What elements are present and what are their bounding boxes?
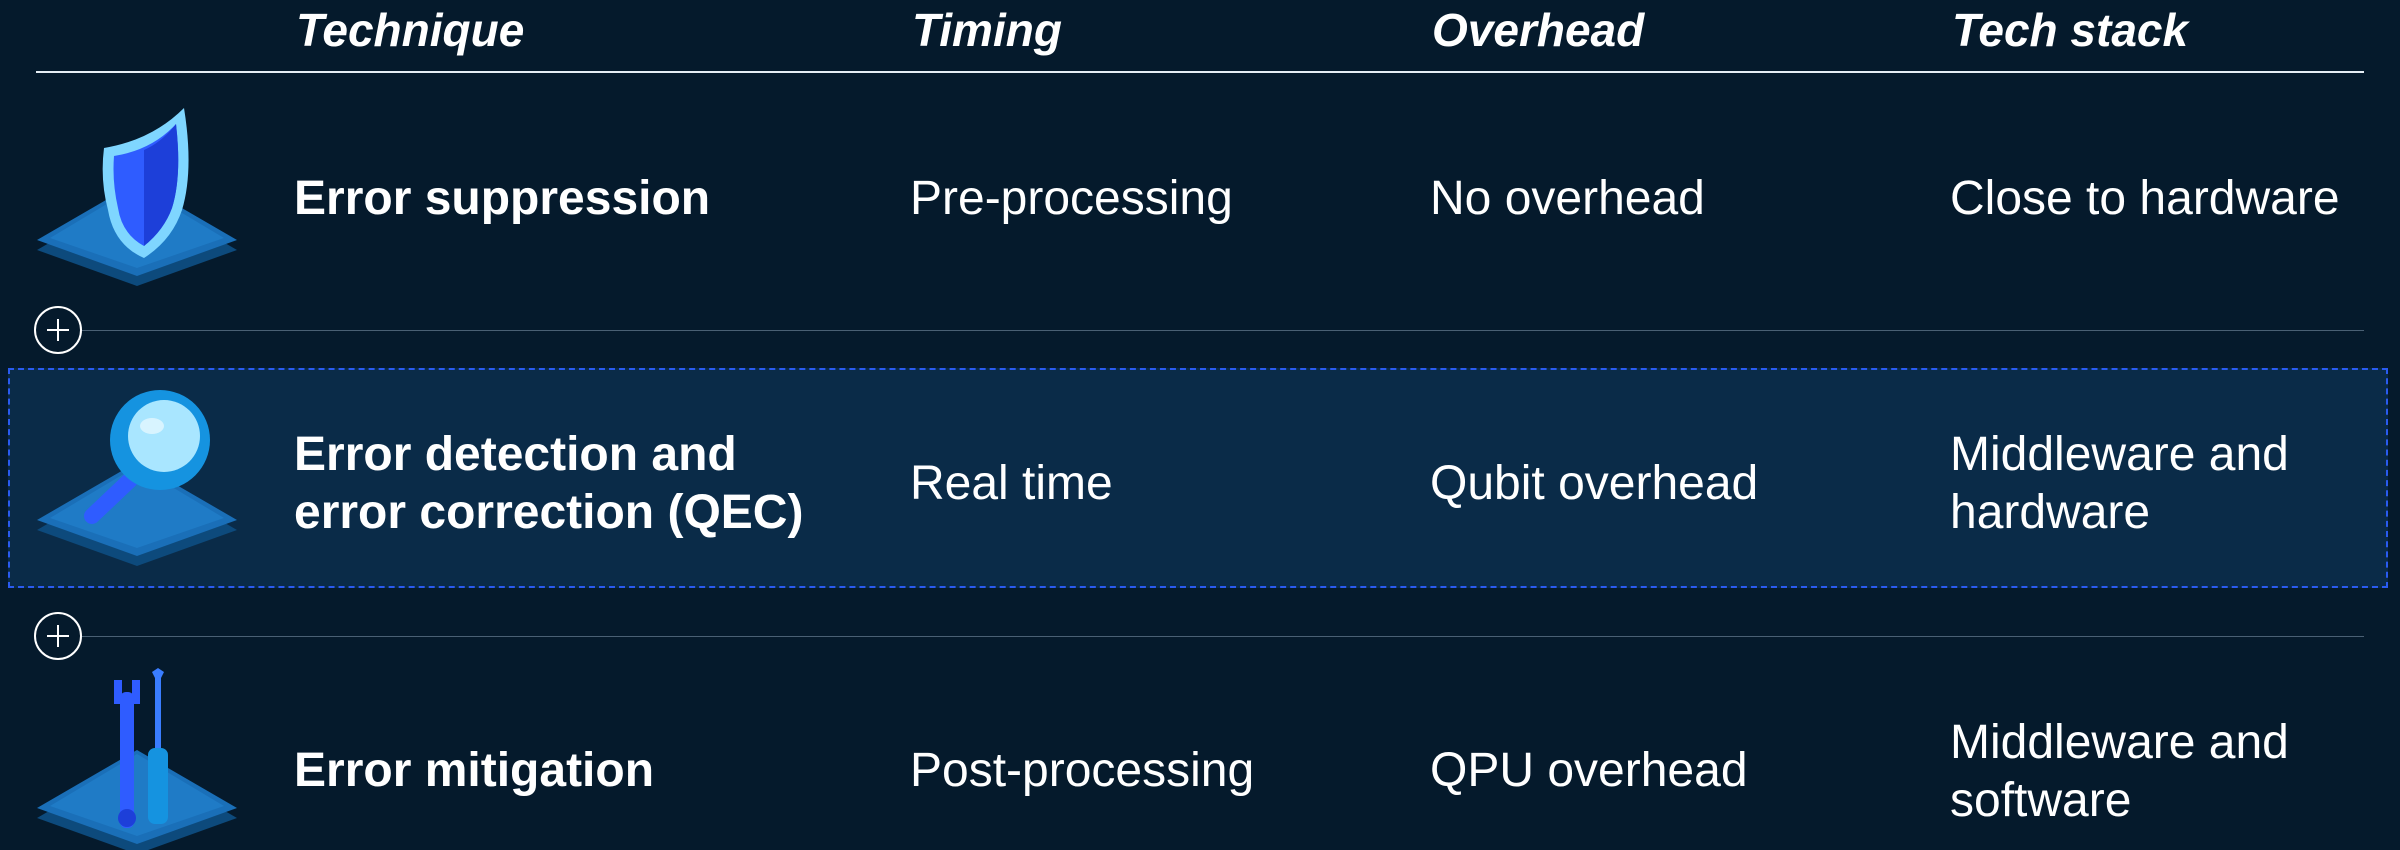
header-timing: Timing [912,4,1062,56]
tech-stack-cell: Middleware and software [1950,714,2289,830]
technique-line: Error detection and [294,428,737,481]
row-divider [58,636,2364,637]
timing-cell: Real time [910,457,1113,510]
tech-stack-line: software [1950,774,2132,827]
magnifier-icon [37,390,237,566]
header-overhead: Overhead [1432,4,1645,56]
technique-line: error correction (QEC) [294,486,804,539]
header-tech-stack: Tech stack [1952,4,2189,56]
technique-cell: Error suppression [294,172,711,225]
timing-cell: Post-processing [910,744,1255,797]
selected-row-outline [8,368,2388,588]
shield-icon [37,108,237,286]
header-technique: Technique [296,4,525,56]
tech-stack-cell: Middleware and hardware [1950,426,2289,542]
overhead-cell: QPU overhead [1430,744,1748,797]
tech-stack-cell: Close to hardware [1950,172,2340,225]
overhead-cell: No overhead [1430,172,1705,225]
add-row-button[interactable] [34,306,82,354]
tech-stack-line: Middleware and [1950,716,2289,769]
header-divider [36,71,2364,73]
tools-icon [37,668,237,850]
tech-stack-line: hardware [1950,486,2151,539]
row-divider [58,330,2364,331]
technique-cell: Error detection and error correction (QE… [294,426,803,542]
tech-stack-line: Middleware and [1950,428,2289,481]
timing-cell: Pre-processing [910,172,1233,225]
technique-cell: Error mitigation [294,744,655,797]
add-row-button[interactable] [34,612,82,660]
overhead-cell: Qubit overhead [1430,457,1759,510]
